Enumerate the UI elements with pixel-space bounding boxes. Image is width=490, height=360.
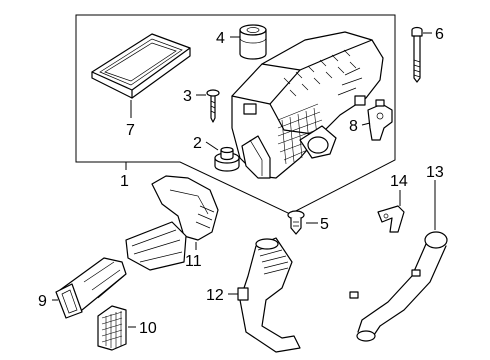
callout-2: 2 xyxy=(193,135,202,152)
callout-14: 14 xyxy=(390,173,408,190)
corrugated-hose xyxy=(237,237,301,353)
callout-7: 7 xyxy=(126,122,135,139)
bracket-part xyxy=(377,205,405,233)
air-filter-element xyxy=(91,33,191,99)
leader-lines xyxy=(52,32,436,328)
filter-screen xyxy=(97,305,127,351)
screw-part xyxy=(206,89,220,123)
callout-12: 12 xyxy=(206,287,224,304)
tube-pipe xyxy=(349,231,448,342)
callout-11: 11 xyxy=(185,253,202,270)
grommet-part xyxy=(214,146,240,172)
callout-4: 4 xyxy=(216,30,225,47)
callout-8: 8 xyxy=(349,118,358,135)
push-clip-part xyxy=(287,210,305,235)
mount-grommet xyxy=(239,24,267,60)
callout-9: 9 xyxy=(38,293,47,310)
callout-13: 13 xyxy=(426,164,444,181)
callout-1: 1 xyxy=(120,173,129,190)
callout-10: 10 xyxy=(139,320,157,337)
callout-3: 3 xyxy=(183,88,192,105)
callout-5: 5 xyxy=(320,216,329,233)
air-cleaner-housing xyxy=(231,31,384,179)
callout-6: 6 xyxy=(435,26,444,43)
intake-elbow-duct xyxy=(125,175,219,271)
duct-adapter xyxy=(55,257,127,319)
sensor-part xyxy=(367,99,393,141)
callout-labels: 1 2 3 4 5 6 7 8 9 10 11 12 13 14 xyxy=(38,26,444,337)
bolt-part xyxy=(411,26,423,83)
